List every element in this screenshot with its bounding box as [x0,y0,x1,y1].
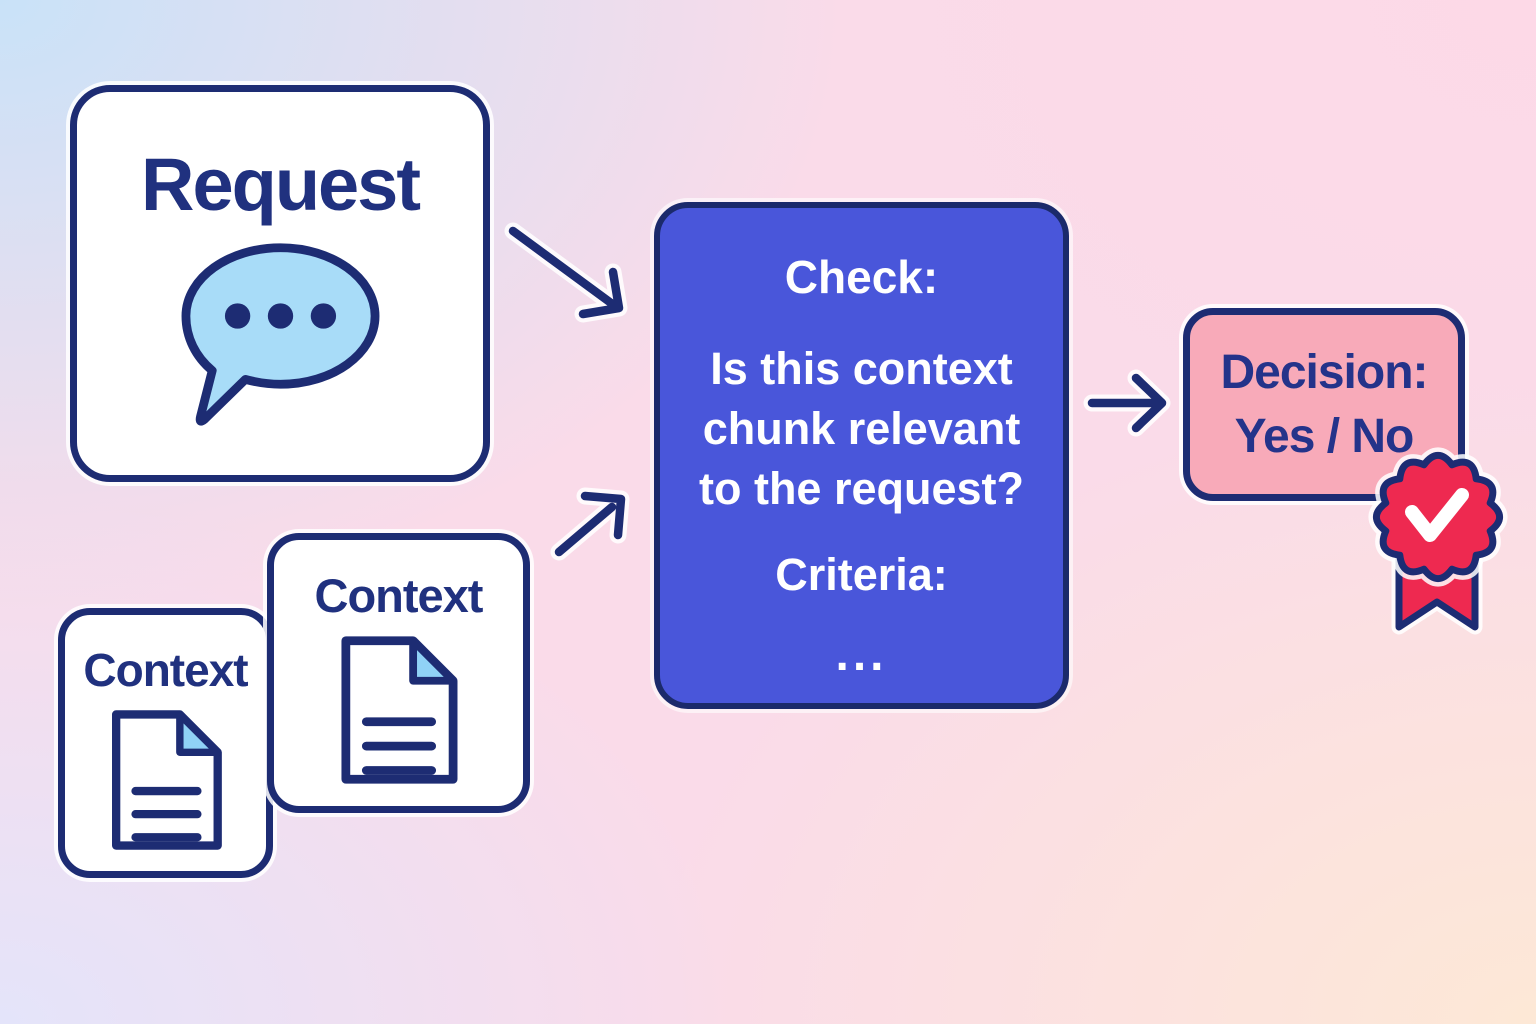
context-label: Context [314,569,484,622]
check-box: Check: Is this context chunk relevant to… [654,202,1069,709]
arrow-check-to-decision [1083,369,1171,437]
speech-bubble-icon [181,243,379,426]
context-box-small: Context [58,608,273,878]
check-title: Check: [784,251,939,303]
context-label: Context [83,644,248,696]
arrow-request-to-check [504,222,628,323]
request-box: Request [70,85,490,482]
decision-title: Decision: [1220,346,1428,400]
checkmark-icon [1405,488,1469,542]
ribbon-check-badge-icon [1368,447,1508,635]
check-question-line: chunk relevant [702,403,1021,455]
check-question-line: to the request? [698,462,1025,514]
request-label: Request [141,143,421,226]
decision-options: Yes / No [1234,409,1415,463]
check-criteria-label: Criteria: [775,548,948,600]
check-question: Is this context chunk relevant to the re… [699,339,1024,519]
decision-box: Decision: Yes / No [1183,308,1465,501]
document-icon [111,709,222,850]
document-icon [341,636,458,784]
context-box-large: Context [267,533,530,813]
arrow-context-to-check [550,487,630,561]
check-ellipsis: ... [835,627,888,681]
check-question-line: Is this context [710,343,1013,395]
